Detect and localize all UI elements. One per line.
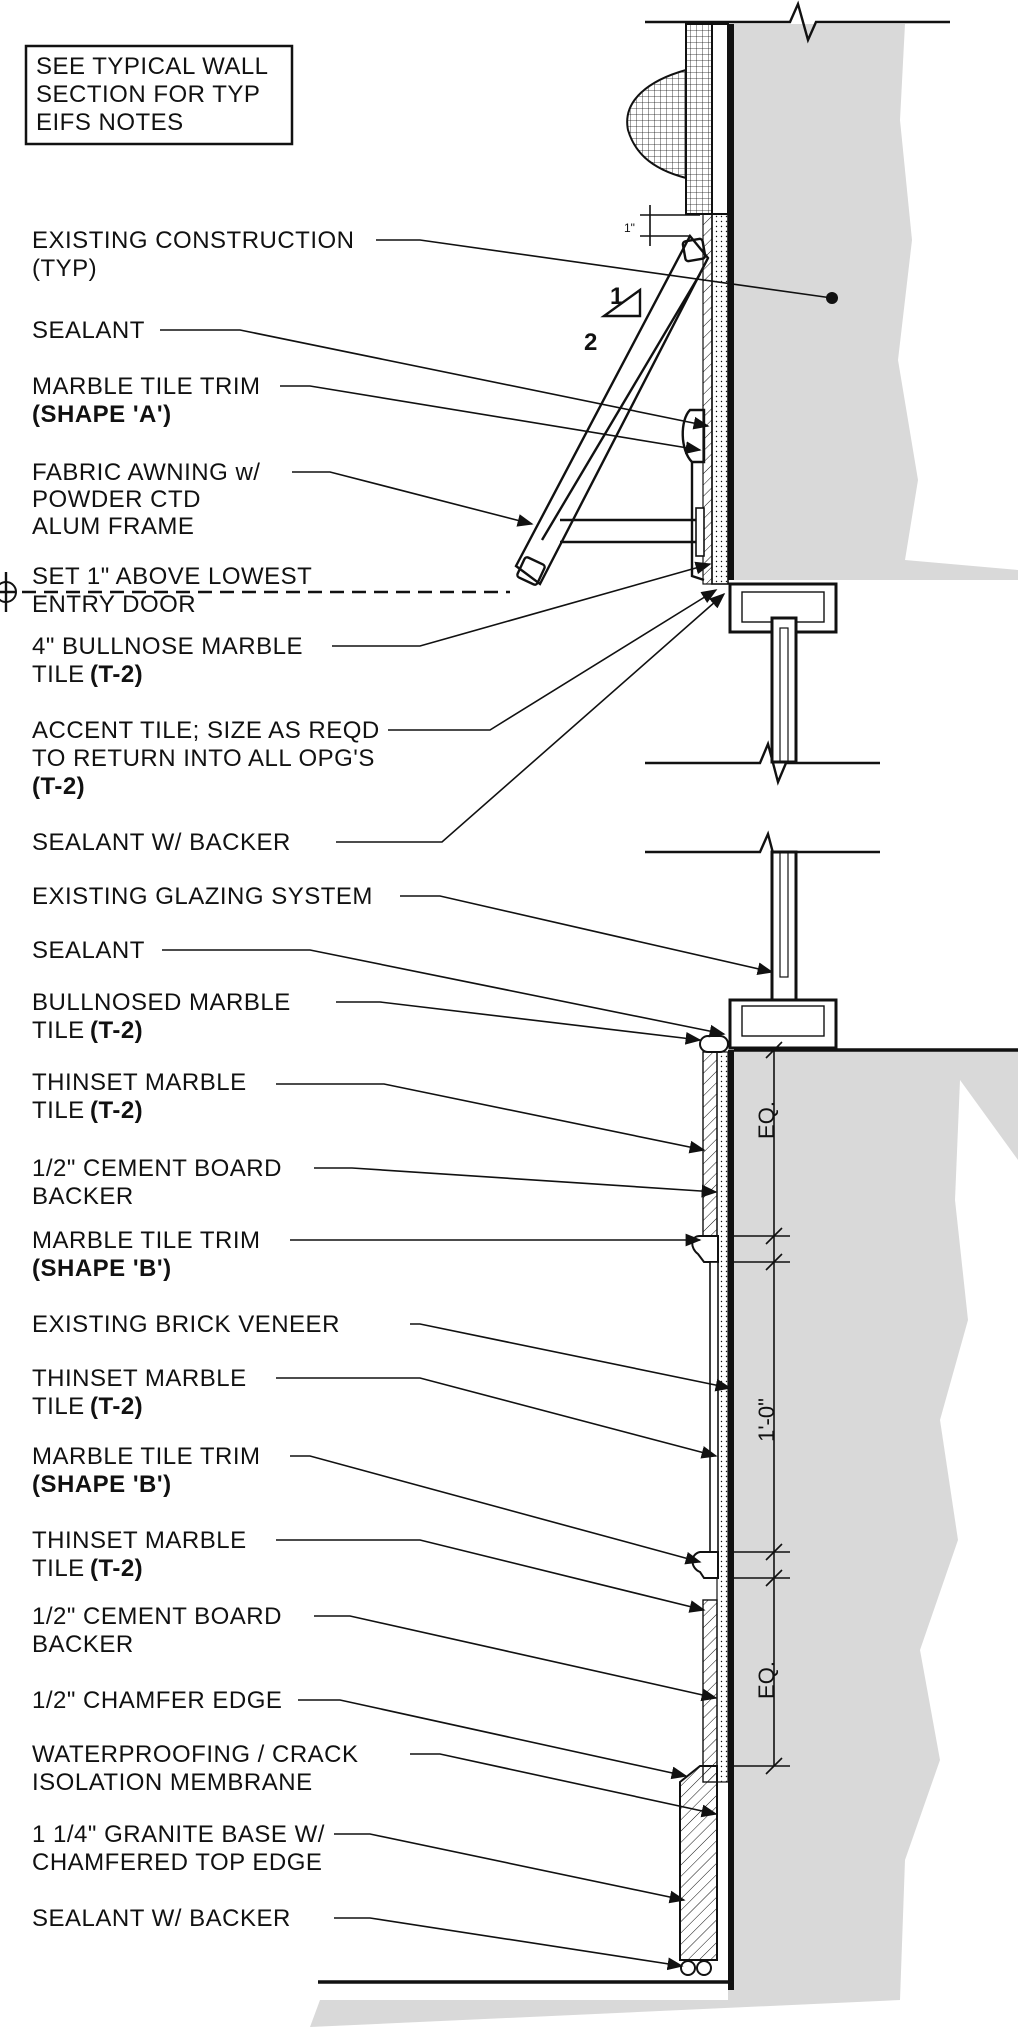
label-cement-board-2-1: 1/2" CEMENT BOARD — [32, 1603, 282, 1630]
label-thinset-3-1: THINSET MARBLE — [32, 1527, 247, 1554]
label-cement-board-2-2: BACKER — [32, 1631, 134, 1658]
label-thinset-1-code: (T-2) — [90, 1097, 143, 1124]
label-accent-tile-2: TO RETURN INTO ALL OPG'S — [32, 745, 375, 772]
label-bullnosed-marble-1: BULLNOSED MARBLE — [32, 989, 291, 1016]
label-existing-construction-1: EXISTING CONSTRUCTION — [32, 227, 355, 254]
label-fabric-awning-1: FABRIC AWNING w/ — [32, 459, 260, 486]
note-line-1: SEE TYPICAL WALL — [36, 53, 269, 80]
leader-lines — [160, 239, 838, 1971]
label-marble-trim-b2: MARBLE TILE TRIM — [32, 1443, 261, 1470]
label-waterproofing-1: WATERPROOFING / CRACK — [32, 1741, 359, 1768]
label-thinset-1-2: TILE — [32, 1097, 85, 1124]
dim-eq-top: EQ. — [754, 1101, 779, 1139]
label-thinset-3-code: (T-2) — [90, 1555, 143, 1582]
label-cement-board-1-1: 1/2" CEMENT BOARD — [32, 1155, 282, 1182]
label-thinset-2-2: TILE — [32, 1393, 85, 1420]
small-dim-label: 1" — [624, 221, 635, 235]
break-lines — [318, 0, 1018, 1984]
label-fabric-awning-3: ALUM FRAME — [32, 513, 194, 540]
label-thinset-3-2: TILE — [32, 1555, 85, 1582]
label-bullnose-4-code: (T-2) — [90, 661, 143, 688]
label-accent-tile-code: (T-2) — [32, 773, 85, 800]
label-granite-base-2: CHAMFERED TOP EDGE — [32, 1849, 322, 1876]
slope-rise: 1 — [610, 283, 624, 310]
note-line-2: SECTION FOR TYP — [36, 81, 260, 108]
eifs-cladding — [626, 23, 729, 585]
note-box: SEE TYPICAL WALL SECTION FOR TYP EIFS NO… — [24, 44, 294, 146]
label-existing-glazing: EXISTING GLAZING SYSTEM — [32, 883, 373, 910]
label-marble-trim-b2-shape: (SHAPE 'B') — [32, 1471, 172, 1498]
small-dimension: 1" — [624, 205, 700, 246]
label-chamfer-edge: 1/2" CHAMFER EDGE — [32, 1687, 282, 1714]
label-accent-tile-1: ACCENT TILE; SIZE AS REQD — [32, 717, 380, 744]
label-thinset-1-1: THINSET MARBLE — [32, 1069, 247, 1096]
dim-eq-bottom: EQ. — [754, 1661, 779, 1699]
label-sealant-lower: SEALANT — [32, 937, 145, 964]
label-sealant-upper: SEALANT — [32, 317, 145, 344]
dimension-string: EQ. 1'-0" EQ. — [734, 1041, 790, 1775]
slope-run: 2 — [584, 329, 598, 356]
label-bullnosed-marble-2: TILE — [32, 1017, 85, 1044]
label-bullnose-4-1: 4" BULLNOSE MARBLE — [32, 633, 303, 660]
label-set-above-door-2: ENTRY DOOR — [32, 591, 196, 618]
door-head — [728, 582, 838, 764]
label-existing-brick: EXISTING BRICK VENEER — [32, 1311, 340, 1338]
slope-indicator: 1 2 — [584, 283, 642, 356]
note-line-3: EIFS NOTES — [36, 109, 184, 136]
label-fabric-awning-2: POWDER CTD — [32, 486, 201, 513]
dim-one-foot: 1'-0" — [754, 1398, 779, 1442]
label-marble-trim-a: MARBLE TILE TRIM — [32, 373, 261, 400]
label-granite-base-1: 1 1/4" GRANITE BASE W/ — [32, 1821, 325, 1848]
label-bullnosed-marble-code: (T-2) — [90, 1017, 143, 1044]
label-existing-construction-2: (TYP) — [32, 255, 97, 282]
label-set-above-door-1: SET 1" ABOVE LOWEST — [32, 563, 312, 590]
awning-frame — [514, 233, 710, 586]
lower-tile-assembly — [679, 1035, 729, 1976]
callout-labels: EXISTING CONSTRUCTION (TYP) SEALANT MARB… — [32, 227, 380, 1932]
label-marble-trim-a-shape: (SHAPE 'A') — [32, 401, 172, 428]
label-sealant-backer-lower: SEALANT W/ BACKER — [32, 1905, 291, 1932]
existing-construction-mass — [310, 24, 1018, 2027]
label-marble-trim-b1: MARBLE TILE TRIM — [32, 1227, 261, 1254]
glazing-sill — [728, 850, 838, 1050]
label-thinset-2-code: (T-2) — [90, 1393, 143, 1420]
door-datum-line — [0, 572, 510, 612]
label-thinset-2-1: THINSET MARBLE — [32, 1365, 247, 1392]
label-bullnose-4-2: TILE — [32, 661, 85, 688]
label-waterproofing-2: ISOLATION MEMBRANE — [32, 1769, 313, 1796]
label-marble-trim-b1-shape: (SHAPE 'B') — [32, 1255, 172, 1282]
label-sealant-backer-upper: SEALANT W/ BACKER — [32, 829, 291, 856]
label-cement-board-1-2: BACKER — [32, 1183, 134, 1210]
